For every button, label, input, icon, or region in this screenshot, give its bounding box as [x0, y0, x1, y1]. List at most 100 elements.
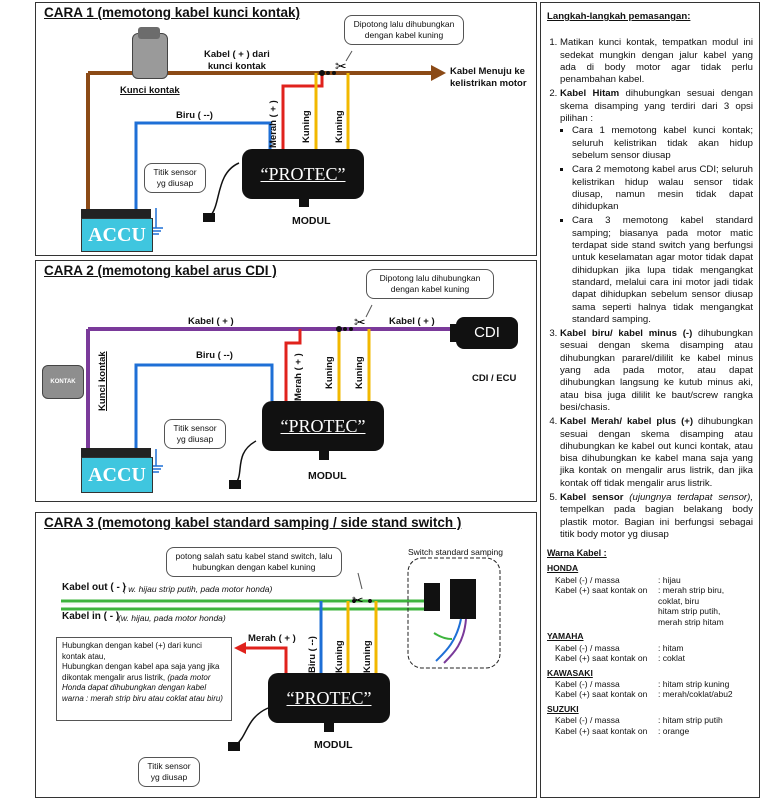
wire-color-row: Kabel (-) / massa : hijau [547, 575, 753, 586]
red-arrow-head [234, 642, 246, 654]
step-3: Kabel biru/ kabel minus (-) dihubungkan … [560, 328, 753, 414]
key-head-icon [138, 27, 160, 39]
arrow-head [431, 65, 446, 81]
protec-module: “PROTEC” [262, 401, 384, 451]
modul-label: MODUL [314, 739, 353, 751]
cdi-box: CDI [456, 317, 518, 349]
step-5-italic: (ujungnya terdapat sensor), [623, 491, 753, 503]
wire-color-key: Kabel (+) saat kontak on [555, 689, 648, 700]
scissors-icon: ✂ [352, 592, 364, 608]
step-1-text: Matikan kunci kontak, tempatkan modul in… [560, 37, 753, 86]
wire-color-value: : merah strip biru, [658, 585, 725, 596]
cut-bubble: potong salah satu kabel stand switch, la… [166, 547, 342, 577]
step-4: Kabel Merah/ kabel plus (+) dihubungkan … [560, 416, 753, 490]
module-tab [324, 723, 334, 732]
wire-color-key: Kabel (-) / massa [555, 574, 620, 585]
merah-label: Merah ( + ) [248, 633, 296, 644]
step-4-bold: Kabel Merah/ kabel plus (+) [560, 416, 694, 428]
key-label: Kunci kontak [97, 351, 108, 411]
blue-wire [134, 363, 274, 451]
installation-steps: Langkah-langkah pemasangan: Matikan kunc… [540, 2, 760, 798]
cut-bubble: Dipotong lalu dihubungkan dengan kabel k… [366, 269, 494, 299]
wire-color-value: : hijau [658, 574, 681, 585]
brand-name: KAWASAKI [547, 667, 593, 678]
sensor-wire [235, 440, 257, 484]
brand-name: HONDA [547, 563, 579, 574]
wire-color-row: merah strip hitam [547, 617, 753, 628]
wire-color-key [547, 606, 658, 617]
scissors-icon: ✂ [354, 314, 366, 330]
wire-color-row: Kabel (-) / massa : hitam strip kuning [547, 679, 753, 690]
module-name: “PROTEC” [280, 416, 366, 436]
cara3-title: CARA 3 (memotong kabel standard samping … [44, 515, 462, 530]
cable-plus-left: Kabel ( + ) [188, 316, 234, 327]
module-name: “PROTEC” [286, 688, 372, 708]
key-badge: KONTAK [50, 379, 76, 385]
kuning-label-1: Kuning [334, 640, 345, 673]
switch-label: Switch standard samping [408, 547, 503, 557]
cara2-title: CARA 2 (memotong kabel arus CDI ) [44, 263, 277, 278]
cara1-wiring: ✂ [86, 50, 446, 235]
sensor-wire [235, 707, 269, 746]
sensor-tip [228, 742, 240, 751]
key-switch-icon: KONTAK [42, 365, 84, 399]
step-3-text: dihubungkan sesuai dengan skema disampin… [560, 328, 753, 413]
cara1-title: CARA 1 (memotong kabel kunci kontak) [44, 5, 301, 20]
modul-label: MODUL [292, 215, 331, 227]
wire-color-row: Kabel (-) / massa: hitam [547, 643, 753, 654]
wire-color-value: coklat, biru [658, 595, 700, 606]
note-line-3: (pada motor Honda dapat dihubungkan deng… [62, 672, 223, 703]
merah-label: Merah ( + ) [268, 100, 279, 148]
cara3-panel: CARA 3 (memotong kabel standard samping … [35, 512, 537, 798]
kuning-label-1: Kuning [324, 356, 335, 389]
brand-name: YAMAHA [547, 631, 584, 642]
step-4-text: dihubungkan sesuai dengan skema disampin… [560, 416, 753, 489]
wire-color-value: merah strip hitam [658, 616, 724, 627]
out-note: ( w. hijau strip putih, pada motor honda… [123, 584, 273, 594]
cara3-wiring: ✂ [61, 557, 501, 751]
merah-label: Merah ( + ) [293, 353, 304, 401]
wire-color-value: : hitam strip putih [658, 715, 723, 726]
wire-color-row: Kabel (+) saat kontak on: coklat [547, 653, 753, 664]
step-2: Kabel Hitam dihubungkan sesuai dengan sk… [560, 88, 753, 326]
module-tab [319, 451, 329, 460]
kuning-label-2: Kuning [362, 640, 373, 673]
cara1-panel: CARA 1 (memotong kabel kunci kontak) ✂ K… [35, 2, 537, 256]
note-line-1: Hubungkan dengan kabel (+) dari kunci ko… [62, 641, 202, 661]
sensor-bubble: Titik sensor yg diusap [164, 419, 226, 449]
option-3: Cara 3 memotong kabel standard samping; … [572, 215, 753, 326]
wire-color-row: Kabel (-) / massa : hitam strip putih [547, 715, 753, 726]
step-5: Kabel sensor (ujungnya terdapat sensor),… [560, 492, 753, 541]
kuning-label-1: Kuning [301, 110, 312, 143]
module-name: “PROTEC” [260, 164, 346, 184]
wire-color-key [547, 617, 658, 628]
option-1: Cara 1 memotong kabel kunci kontak; selu… [572, 125, 753, 162]
sensor-bubble: Titik sensor yg diusap [144, 163, 206, 193]
wire-color-value: : merah/coklat/abu2 [658, 689, 733, 700]
option-2: Cara 2 memotong kabel arus CDI; seluruh … [572, 164, 753, 213]
wire-color-value: : coklat [658, 653, 685, 664]
key-label: Kunci kontak [120, 85, 180, 96]
to-motor-label: Kabel Menuju ke kelistrikan motor [450, 66, 527, 89]
cable-plus-right: Kabel ( + ) [389, 316, 435, 327]
modul-label: MODUL [308, 470, 347, 482]
wire-color-row: hitam strip putih, [547, 606, 753, 617]
sensor-tip [229, 480, 241, 489]
cdi-ecu-label: CDI / ECU [472, 373, 517, 384]
biru-label: Biru ( --) [176, 110, 213, 121]
wire-color-key: Kabel (-) / massa [555, 678, 620, 689]
wire-color-key: Kabel (-) / massa [555, 715, 620, 726]
wire-color-key [547, 596, 658, 607]
cable-plus-label: Kabel ( + ) dari kunci kontak [204, 49, 270, 72]
accu-battery: ACCU [81, 218, 153, 252]
key-switch-icon [132, 33, 168, 79]
scissors-icon: ✂ [335, 58, 347, 74]
red-wire [284, 329, 302, 401]
wire-color-value: : hitam strip kuning [658, 678, 730, 689]
step-1: Matikan kunci kontak, tempatkan modul in… [560, 37, 753, 86]
wire-color-row: Kabel (+) saat kontak on: orange [547, 726, 753, 737]
kuning-label-2: Kuning [334, 110, 345, 143]
cdi-connector [450, 324, 458, 342]
switch-part-1 [424, 583, 440, 611]
biru-label: Biru ( --) [307, 636, 318, 673]
